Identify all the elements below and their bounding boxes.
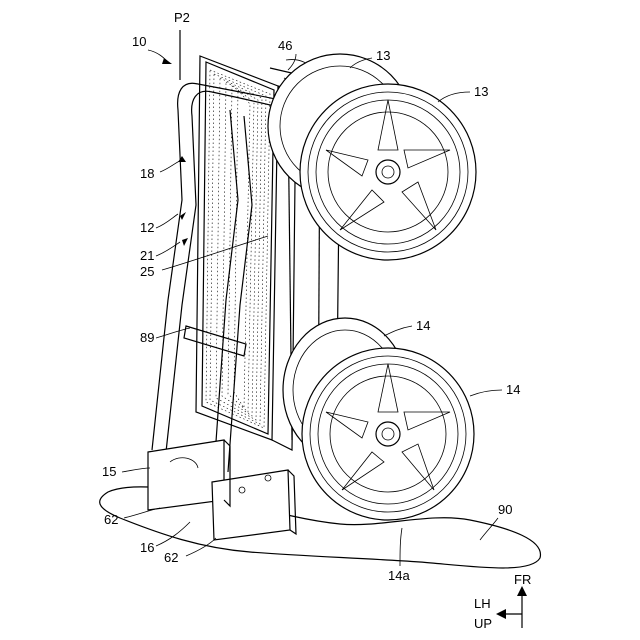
label-14-rear: 14: [416, 318, 430, 333]
label-21: 21: [140, 248, 154, 263]
label-89: 89: [140, 330, 154, 345]
label-13-rear: 13: [376, 48, 390, 63]
front-upper-wheel: [300, 84, 476, 260]
axis-lh-label: LH: [474, 596, 491, 611]
base-brackets: [148, 440, 296, 540]
direction-axes: [496, 586, 527, 628]
label-13-front: 13: [474, 84, 488, 99]
label-14-front: 14: [506, 382, 520, 397]
label-25: 25: [140, 264, 154, 279]
label-46: 46: [278, 38, 292, 53]
label-62-upper: 62: [104, 512, 118, 527]
front-lower-wheel: [302, 348, 474, 520]
label-15: 15: [102, 464, 116, 479]
axis-up-label: UP: [474, 616, 492, 631]
label-16: 16: [140, 540, 154, 555]
label-p2: P2: [174, 10, 190, 25]
label-10: 10: [132, 34, 146, 49]
label-62-lower: 62: [164, 550, 178, 565]
mesh-panel: [196, 56, 278, 440]
label-90: 90: [498, 502, 512, 517]
axis-fr-label: FR: [514, 572, 531, 587]
label-12: 12: [140, 220, 154, 235]
label-18: 18: [140, 166, 154, 181]
label-14a: 14a: [388, 568, 410, 583]
